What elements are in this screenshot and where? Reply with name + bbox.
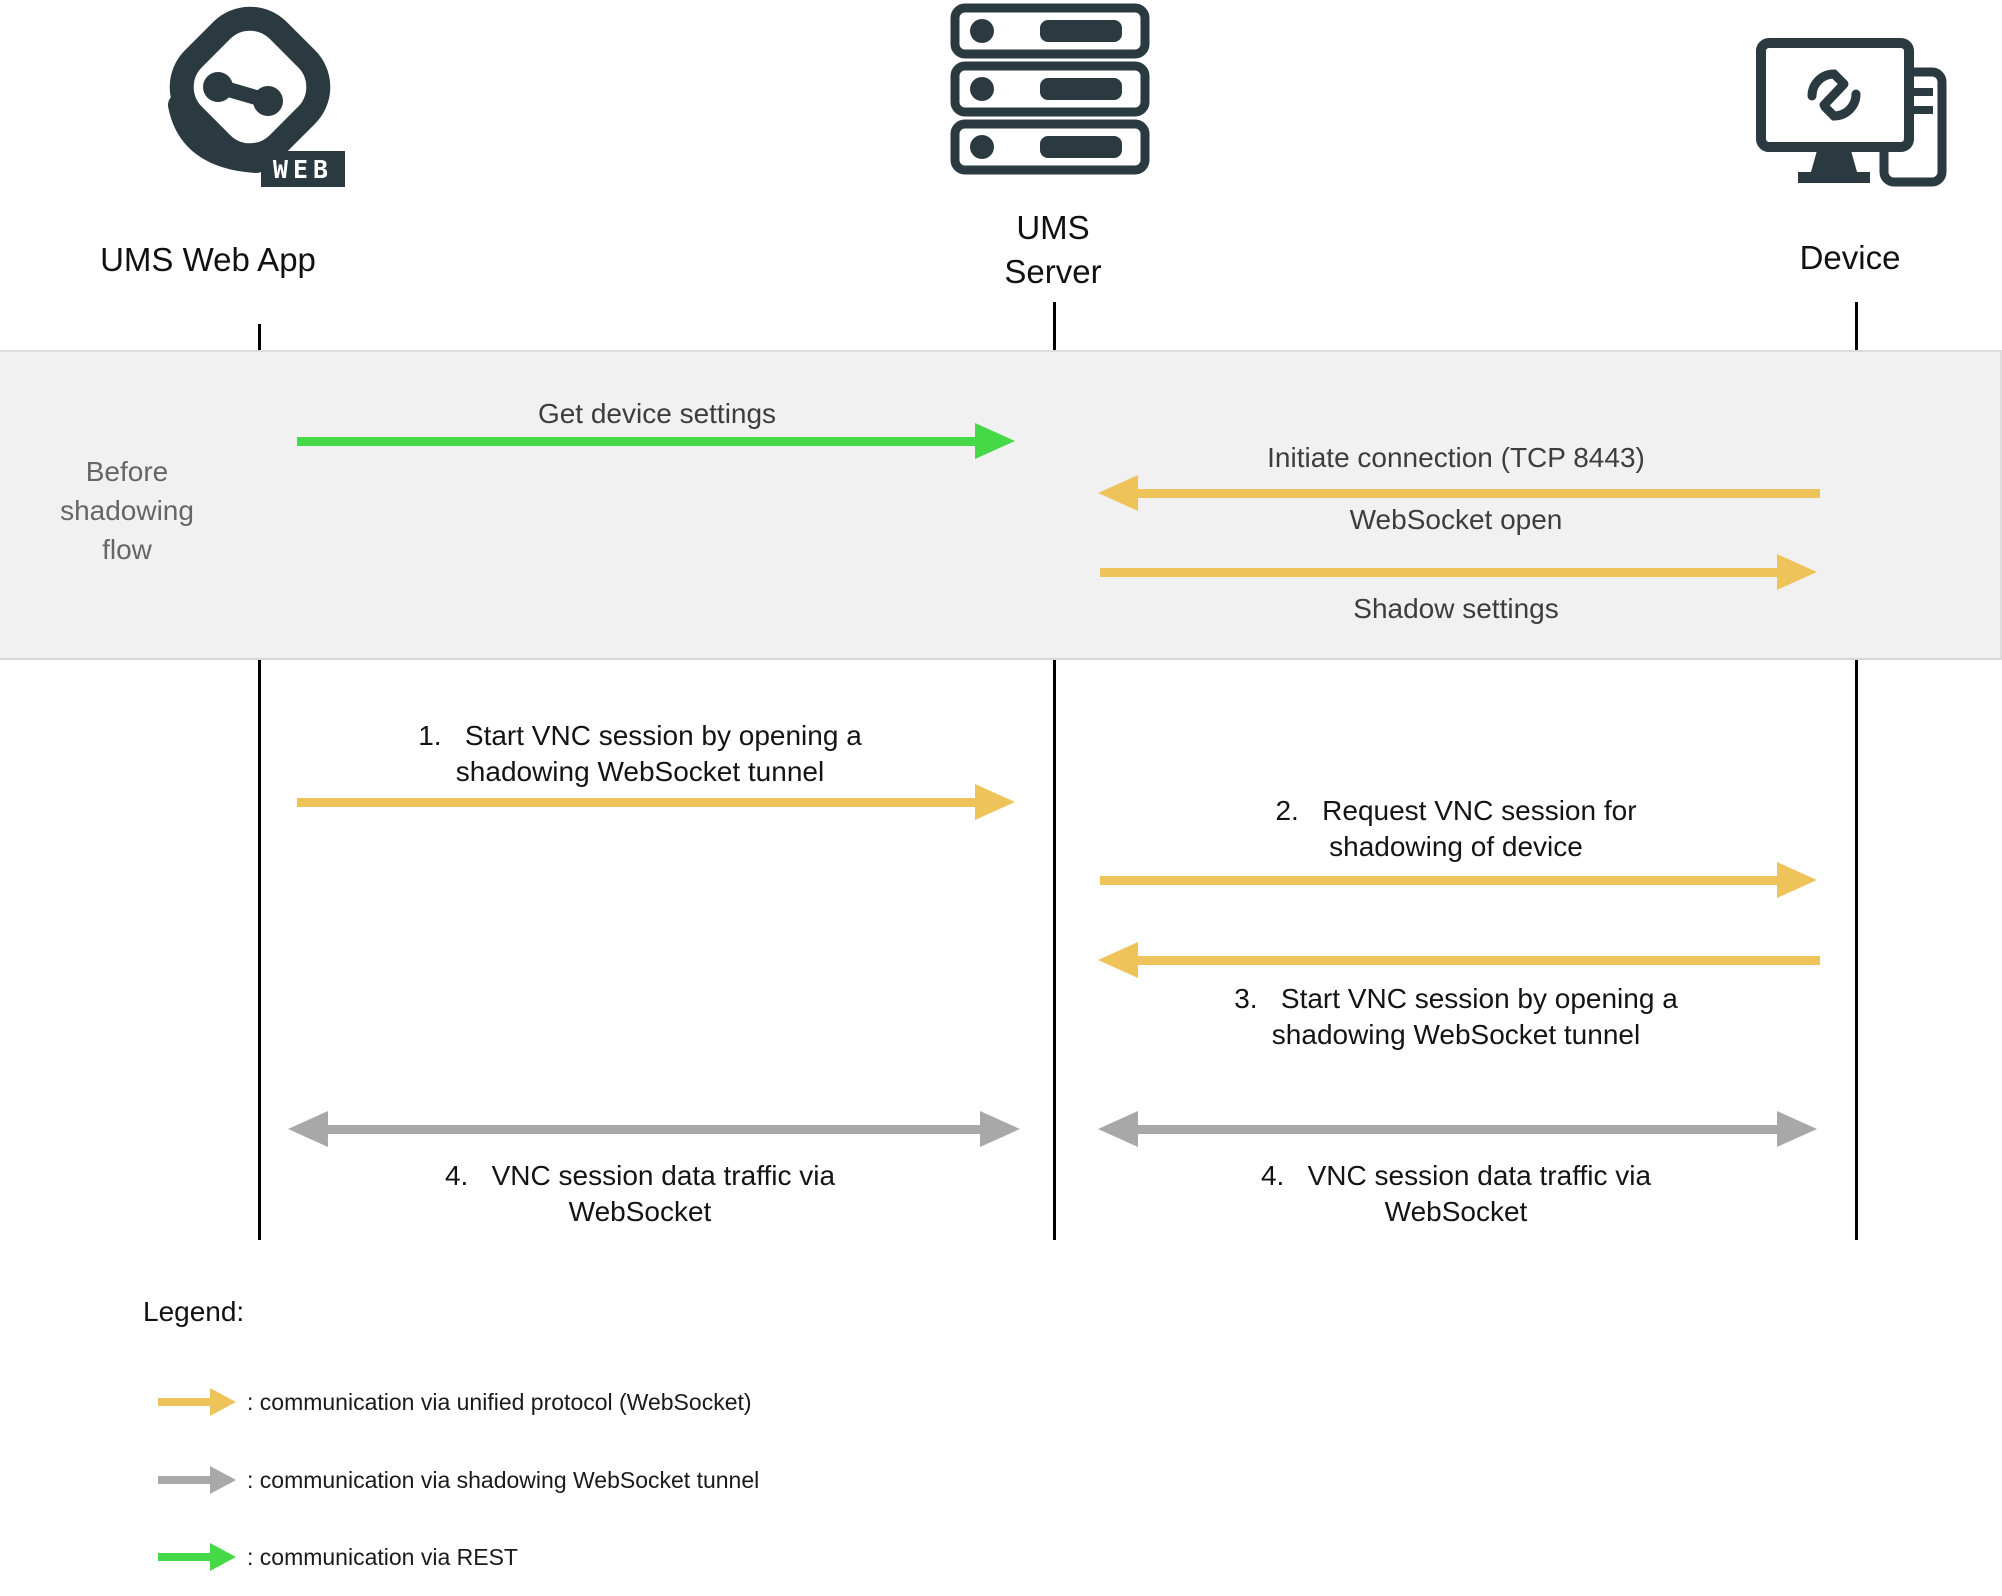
legend-label-rest: : communication via REST xyxy=(247,1544,518,1570)
arrow-websocket-open xyxy=(1100,554,1817,590)
device-icon xyxy=(1756,38,1947,187)
legend-arrow-unified-protocol xyxy=(158,1388,236,1416)
message-step3: 3. Start VNC session by opening a shadow… xyxy=(1234,983,1678,1050)
legend-label-unified-protocol: : communication via unified protocol (We… xyxy=(247,1389,752,1415)
web-badge xyxy=(261,151,345,187)
legend-label-shadowing-tunnel: : communication via shadowing WebSocket … xyxy=(247,1467,760,1493)
legend-arrow-rest xyxy=(158,1543,236,1571)
logo-swoosh xyxy=(168,93,268,173)
lifeline-ums-server xyxy=(1053,302,1056,1240)
message-step4-right: 4. VNC session data traffic via WebSocke… xyxy=(1260,1160,1652,1227)
arrow-initiate-connection xyxy=(1098,475,1820,511)
arrow-step3 xyxy=(1098,942,1820,978)
arrow-get-device-settings xyxy=(297,423,1015,459)
legend-arrow-shadowing-tunnel xyxy=(158,1466,236,1494)
web-badge-text: WEB xyxy=(273,155,333,184)
message-step2: 2. Request VNC session for shadowing of … xyxy=(1275,795,1637,862)
ums-server-icon xyxy=(950,3,1150,175)
message-initiate-connection: Initiate connection (TCP 8443) xyxy=(1267,442,1645,473)
message-shadow-settings: Shadow settings xyxy=(1353,593,1559,624)
lifeline-device xyxy=(1855,302,1858,1240)
legend-title: Legend: xyxy=(143,1296,245,1327)
actor-label-device: Device xyxy=(1799,239,1901,276)
actor-label-ums-web-app: UMS Web App xyxy=(100,241,316,278)
before-shadowing-band xyxy=(0,350,2002,660)
before-shadowing-band-label: Before shadowing flow xyxy=(60,456,194,565)
lifeline-ums-web-app xyxy=(258,324,261,1240)
igel-logo-glyph xyxy=(1807,69,1861,121)
arrow-step1 xyxy=(297,784,1015,820)
arrow-step2 xyxy=(1100,862,1817,898)
message-websocket-open: WebSocket open xyxy=(1349,504,1563,535)
message-step4-left: 4. VNC session data traffic via WebSocke… xyxy=(444,1160,836,1227)
message-get-device-settings: Get device settings xyxy=(537,398,777,429)
arrow-vnc-traffic-server-device xyxy=(1098,1111,1817,1147)
ums-web-app-logo-icon: WEB xyxy=(168,6,345,187)
arrow-vnc-traffic-webapp-server xyxy=(288,1111,1020,1147)
message-step1: 1. Start VNC session by opening a shadow… xyxy=(418,720,862,787)
actor-label-ums-server: UMS Server xyxy=(1004,209,1102,290)
